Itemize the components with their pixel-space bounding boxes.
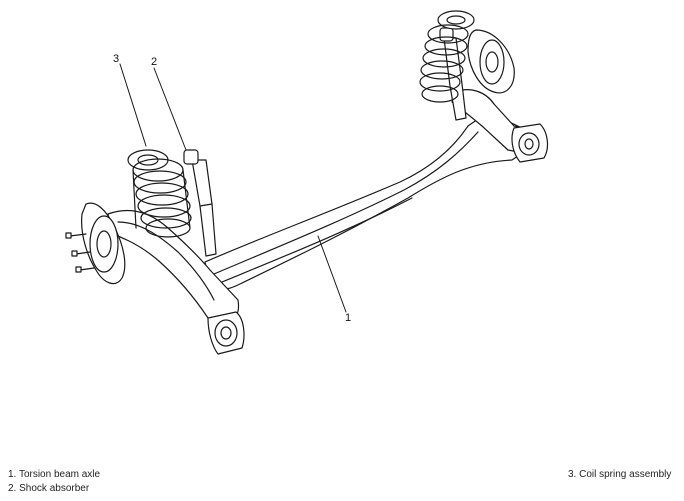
- leader-line-2: [153, 67, 187, 151]
- callout-1: 1: [345, 312, 352, 324]
- legend-item-coil-spring-assembly: 3. Coil spring assembly: [568, 469, 672, 480]
- left-hub: [65, 202, 126, 285]
- leader-line-1: [317, 235, 347, 313]
- left-shock-absorber: [183, 149, 217, 257]
- right-coil-spring: [419, 10, 475, 103]
- right-bushing: [511, 123, 549, 163]
- callout-2: 2: [151, 56, 158, 68]
- right-shock-absorber: [439, 27, 467, 121]
- left-coil-spring: [127, 149, 192, 238]
- leader-lines: [119, 63, 347, 313]
- left-bushing: [207, 311, 245, 355]
- legend-item-torsion-beam-axle: 1. Torsion beam axle: [8, 469, 101, 480]
- torsion-beam: [204, 111, 531, 291]
- legend-item-shock-absorber: 2. Shock absorber: [8, 483, 90, 494]
- leader-line-3: [119, 63, 147, 147]
- callout-3: 3: [113, 53, 120, 65]
- right-hub: [467, 29, 515, 94]
